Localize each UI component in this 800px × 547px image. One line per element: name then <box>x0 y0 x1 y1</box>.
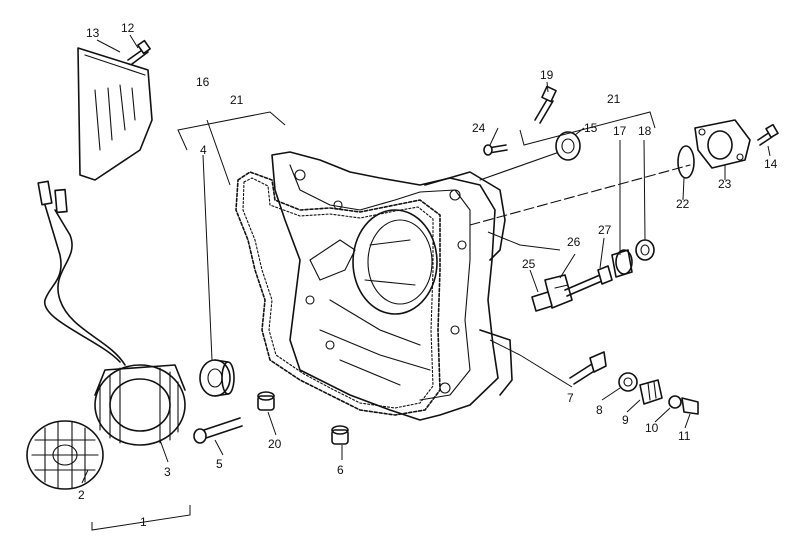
callout-21-left: 21 <box>230 93 244 107</box>
callout-labels: 1 2 3 4 5 6 7 8 9 10 11 12 13 14 15 16 1… <box>78 21 778 529</box>
callout-1: 1 <box>140 515 147 529</box>
plug-11 <box>681 397 699 415</box>
callout-6: 6 <box>337 463 344 477</box>
callout-18: 18 <box>638 124 652 138</box>
callout-14: 14 <box>764 157 778 171</box>
cover-plate-13 <box>77 47 153 181</box>
bolt-5 <box>193 417 243 444</box>
leader-lines <box>81 34 771 531</box>
bearing-18 <box>635 239 655 261</box>
shaft-line <box>469 149 691 226</box>
crankcase-cover <box>271 151 513 421</box>
dowel-6 <box>331 425 349 445</box>
callout-20: 20 <box>268 437 282 451</box>
callout-8: 8 <box>596 403 603 417</box>
bolt-7 <box>569 351 607 385</box>
callout-26: 26 <box>567 235 581 249</box>
stator-wiring <box>37 180 126 366</box>
callout-2: 2 <box>78 488 85 502</box>
gasket-chain-16 <box>235 171 441 416</box>
callout-7: 7 <box>567 391 574 405</box>
callout-16: 16 <box>196 75 210 89</box>
stator-2 <box>26 420 104 490</box>
callout-17: 17 <box>613 124 627 138</box>
bolt-27 <box>564 265 613 297</box>
callout-23: 23 <box>718 177 732 191</box>
callout-3: 3 <box>164 465 171 479</box>
callout-9: 9 <box>622 413 629 427</box>
callout-10: 10 <box>645 421 659 435</box>
callout-27: 27 <box>598 223 612 237</box>
cap-23 <box>694 119 751 169</box>
bolt-24 <box>483 144 508 156</box>
callout-24: 24 <box>472 121 486 135</box>
callout-5: 5 <box>216 457 223 471</box>
callout-12: 12 <box>121 21 135 35</box>
seal-17 <box>611 249 633 278</box>
clip-25 <box>531 291 553 312</box>
bolt-19 <box>534 85 557 124</box>
callout-11: 11 <box>678 429 691 443</box>
seal-15 <box>555 131 581 161</box>
dowel-20 <box>257 391 275 411</box>
callout-15: 15 <box>584 121 598 135</box>
callout-25: 25 <box>522 257 536 271</box>
callout-22: 22 <box>676 197 690 211</box>
screw-14 <box>757 123 779 146</box>
rotor-3 <box>94 364 186 446</box>
callout-4: 4 <box>200 143 207 157</box>
washer-8 <box>618 372 638 392</box>
oring-22 <box>677 145 695 179</box>
callout-19: 19 <box>540 68 554 82</box>
sensor-9 <box>639 379 663 405</box>
bearing-4 <box>199 359 235 397</box>
callout-13: 13 <box>86 26 100 40</box>
seal-10 <box>668 395 682 409</box>
screw-12 <box>127 39 151 65</box>
callout-21-right: 21 <box>607 92 621 106</box>
